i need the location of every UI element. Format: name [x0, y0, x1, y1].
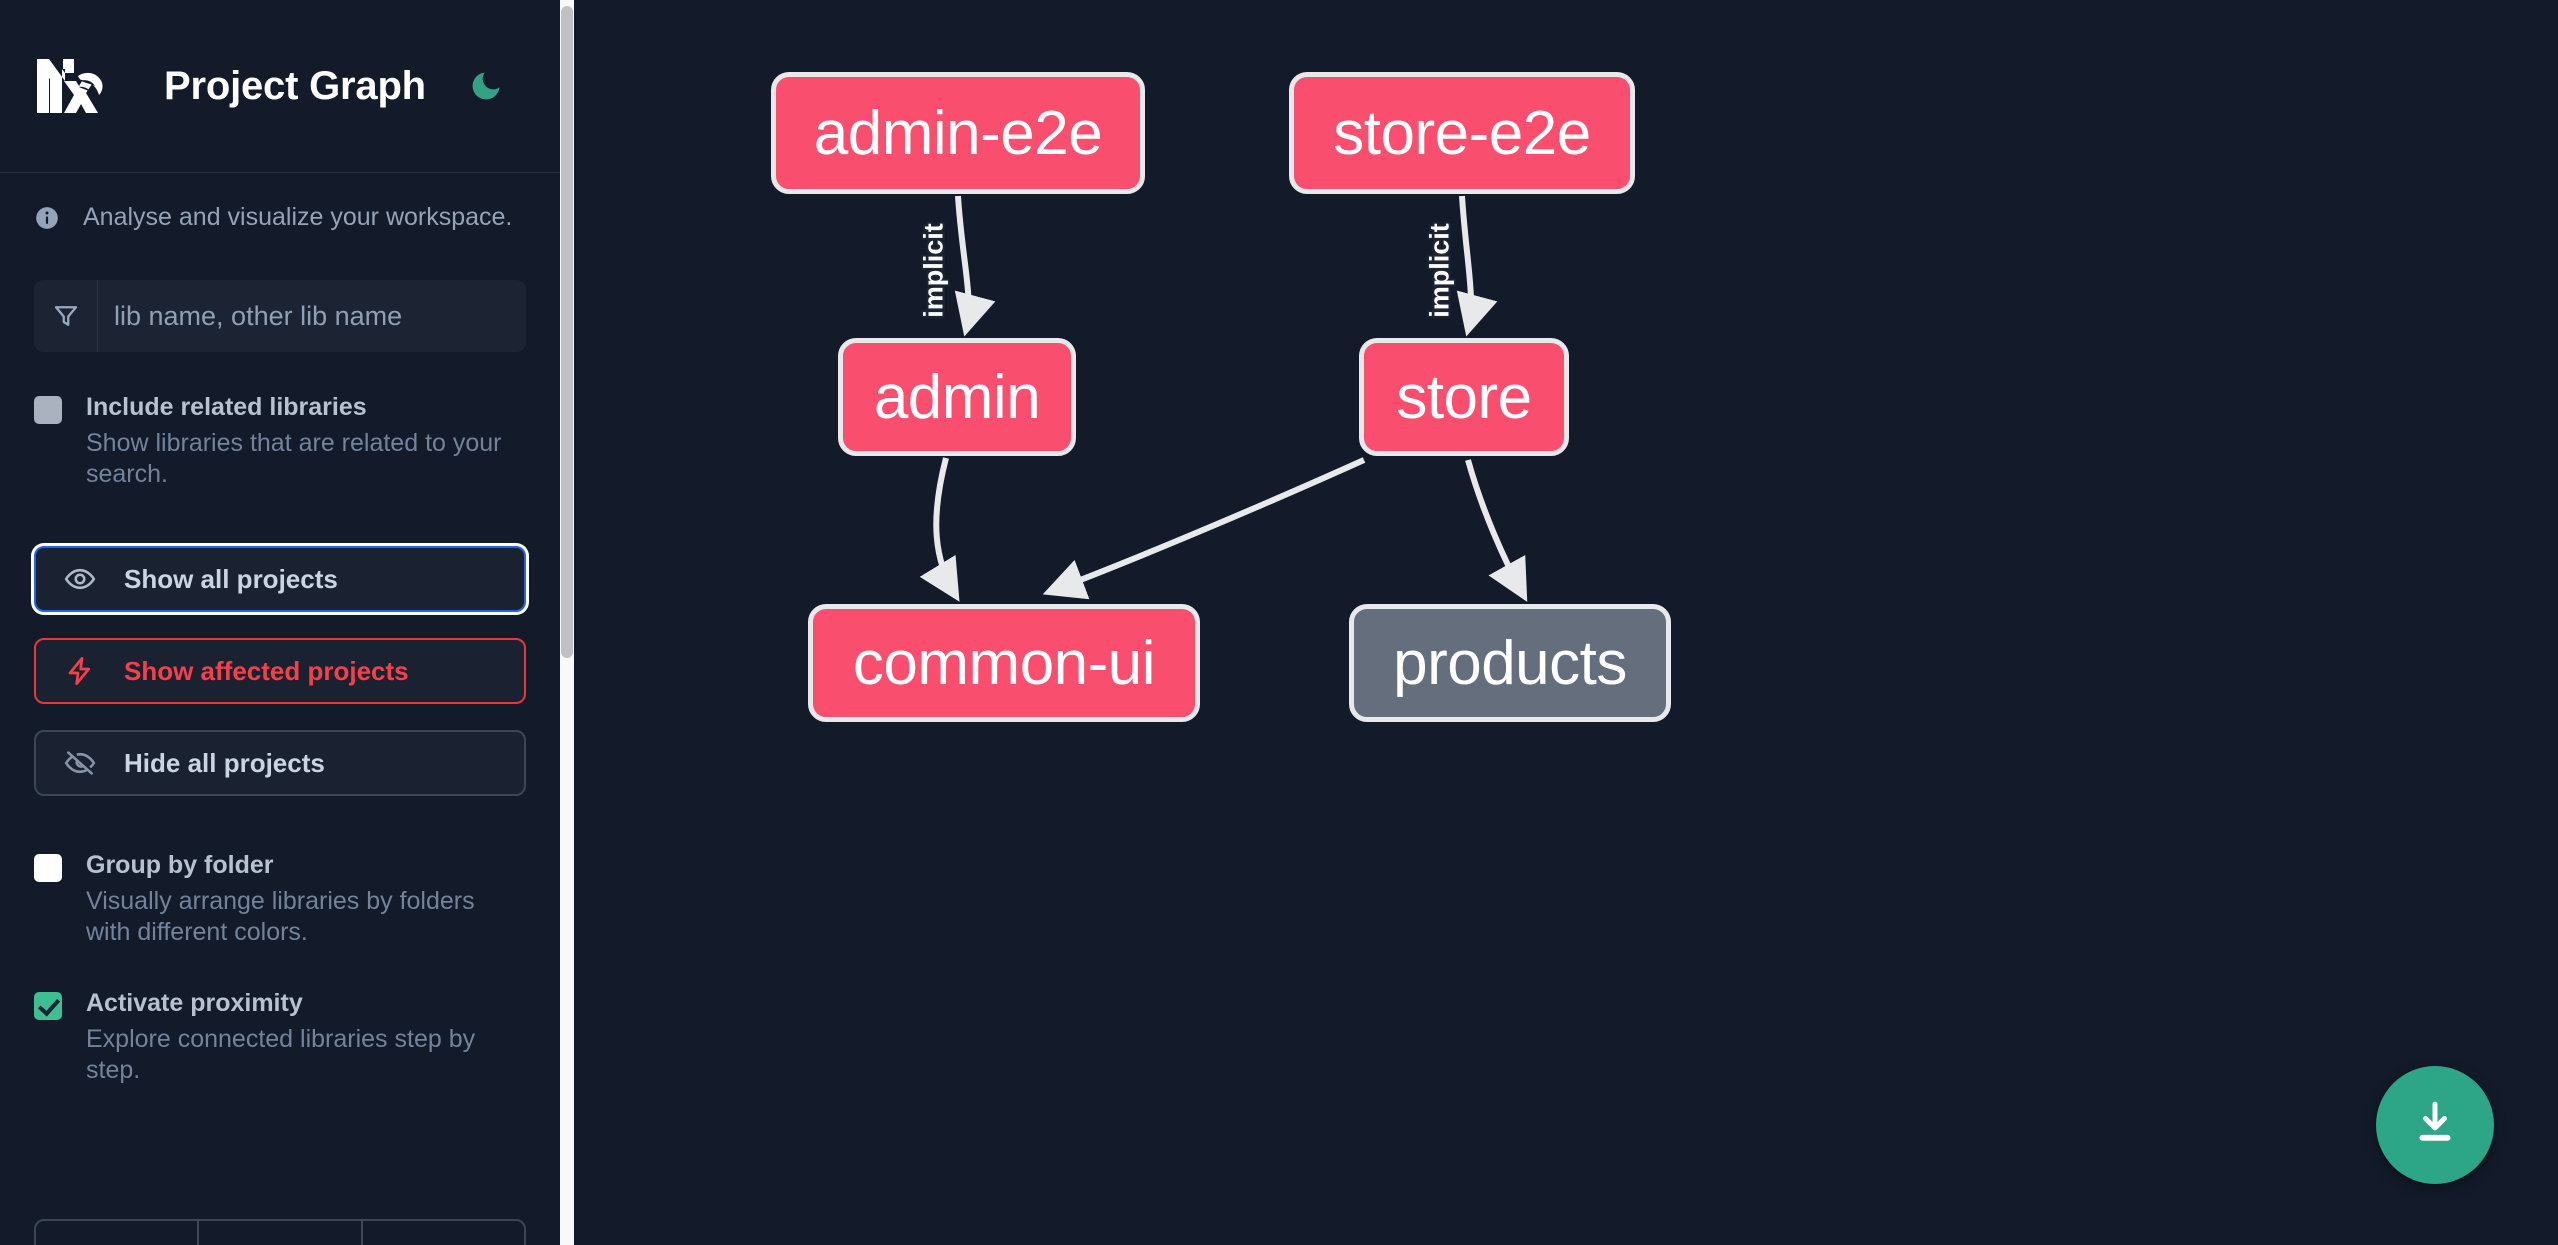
- workspace-info-text: Analyse and visualize your workspace.: [83, 203, 513, 231]
- option-group-by-folder[interactable]: Group by folder Visually arrange librari…: [0, 850, 560, 948]
- graph-node-label: admin-e2e: [813, 98, 1103, 168]
- activate-proximity-description: Explore connected libraries step by step…: [86, 1025, 476, 1084]
- include-related-libraries-description: Show libraries that are related to your …: [86, 429, 502, 488]
- proximity-decrease-button[interactable]: [36, 1221, 200, 1245]
- sidebar-header: Project Graph: [0, 0, 560, 173]
- edge-store-products: [1465, 459, 1528, 602]
- activate-proximity-label: Activate proximity: [86, 989, 303, 1017]
- graph-node-label: store: [1396, 362, 1532, 432]
- edge-store-e2e-store: [1456, 195, 1498, 337]
- info-circle-icon: [34, 205, 60, 231]
- graph-node-products[interactable]: products: [1349, 604, 1671, 722]
- workspace-info: Analyse and visualize your workspace.: [0, 173, 560, 232]
- sidebar: Project Graph Analyse and visualize your…: [0, 0, 560, 1245]
- edge-store-common-ui: [1042, 457, 1366, 600]
- nx-logo-icon: [34, 55, 118, 117]
- page-title: Project Graph: [164, 63, 426, 108]
- search-field[interactable]: [34, 280, 526, 352]
- moon-icon[interactable]: [464, 64, 508, 108]
- hide-all-projects-label: Hide all projects: [124, 747, 325, 778]
- graph-node-admin[interactable]: admin: [838, 338, 1076, 456]
- proximity-value: [199, 1221, 363, 1245]
- option-activate-proximity[interactable]: Activate proximity Explore connected lib…: [0, 988, 560, 1086]
- graph-node-label: admin: [873, 362, 1041, 432]
- group-by-folder-description: Visually arrange libraries by folders wi…: [86, 887, 475, 946]
- option-include-related-libraries[interactable]: Include related libraries Show libraries…: [0, 392, 560, 490]
- download-icon: [2408, 1096, 2462, 1155]
- graph-node-common-ui[interactable]: common-ui: [808, 604, 1200, 722]
- edge-admin-e2e-admin: [954, 195, 996, 337]
- graph-node-label: store-e2e: [1333, 98, 1591, 168]
- proximity-increase-button[interactable]: [363, 1221, 524, 1245]
- activate-proximity-checkbox[interactable]: [34, 992, 62, 1020]
- group-by-folder-label: Group by folder: [86, 851, 274, 879]
- filter-funnel-icon: [34, 280, 98, 352]
- show-affected-projects-label: Show affected projects: [124, 655, 409, 686]
- edge-admin-common-ui: [919, 457, 960, 602]
- edge-label-store-implicit: implicit: [1424, 223, 1455, 318]
- edge-label-admin-implicit: implicit: [918, 223, 949, 318]
- search-input[interactable]: [98, 280, 526, 352]
- show-all-projects-label: Show all projects: [124, 563, 338, 594]
- download-image-button[interactable]: [2376, 1066, 2494, 1184]
- graph-node-store[interactable]: store: [1359, 338, 1569, 456]
- lightning-bolt-icon: [64, 655, 96, 687]
- show-affected-projects-button[interactable]: Show affected projects: [34, 638, 526, 704]
- graph-node-store-e2e[interactable]: store-e2e: [1289, 72, 1635, 194]
- project-graph-canvas[interactable]: admin-e2e store-e2e admin store common-u…: [574, 0, 2558, 1245]
- include-related-libraries-label: Include related libraries: [86, 393, 367, 421]
- sidebar-scrollbar-thumb[interactable]: [561, 6, 573, 658]
- graph-node-label: common-ui: [852, 628, 1156, 698]
- group-by-folder-checkbox[interactable]: [34, 854, 62, 882]
- graph-edges: [919, 195, 1528, 602]
- graph-node-admin-e2e[interactable]: admin-e2e: [771, 72, 1145, 194]
- include-related-libraries-checkbox[interactable]: [34, 396, 62, 424]
- graph-node-label: products: [1393, 628, 1627, 698]
- hide-all-projects-button[interactable]: Hide all projects: [34, 730, 526, 796]
- eye-off-icon: [64, 747, 96, 779]
- proximity-stepper-group[interactable]: [34, 1219, 526, 1245]
- eye-icon: [64, 563, 96, 595]
- show-all-projects-button[interactable]: Show all projects: [34, 546, 526, 612]
